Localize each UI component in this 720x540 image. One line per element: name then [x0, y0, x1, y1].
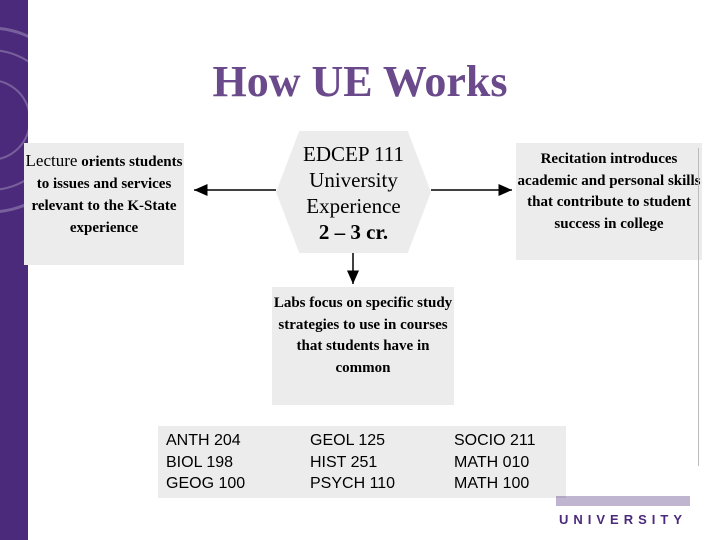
course-credits: 2 – 3 cr.: [318, 220, 389, 244]
course-item: MATH 100: [454, 475, 530, 492]
courses-column-2: GEOL 125 HIST 251 PSYCH 110: [310, 430, 395, 495]
course-item: BIOL 198: [166, 453, 234, 471]
course-name-line1: University: [309, 168, 398, 192]
course-item: MATH 010: [454, 453, 530, 471]
slide-title: How UE Works: [212, 57, 508, 106]
course-hexagon: EDCEP 111 University Experience 2 – 3 cr…: [276, 131, 431, 253]
courses-column-3: SOCIO 211 MATH 010 MATH 100: [454, 430, 536, 495]
course-item: GEOL 125: [310, 432, 386, 449]
linked-courses-box: ANTH 204 BIOL 198 GEOG 100 GEOL 125 HIST…: [158, 426, 566, 498]
right-divider-line: [698, 148, 699, 466]
course-item: GEOG 100: [166, 475, 246, 492]
course-item: SOCIO 211: [454, 432, 536, 449]
logo-wordmark-top: [556, 496, 690, 506]
labs-box: Labs focus on specific study strategies …: [272, 287, 454, 405]
logo-wordmark: UNIVERSITY: [558, 512, 687, 527]
course-item: HIST 251: [310, 453, 378, 471]
university-seal-watermark: [0, 27, 84, 213]
course-item: ANTH 204: [166, 432, 241, 449]
recitation-box: Recitation introduces academic and perso…: [516, 143, 702, 260]
course-name-line2: Experience: [306, 194, 401, 218]
lecture-box: Lecture orients students to issues and s…: [24, 143, 184, 265]
course-code: EDCEP 111: [303, 142, 404, 166]
lecture-text: orients students to issues and services …: [31, 154, 183, 236]
lecture-lead-word: Lecture: [25, 151, 78, 170]
kansas-state-logo: UNIVERSITY: [556, 496, 690, 530]
courses-column-1: ANTH 204 BIOL 198 GEOG 100: [166, 430, 245, 495]
left-purple-band: [0, 0, 84, 540]
course-item: PSYCH 110: [310, 475, 396, 492]
